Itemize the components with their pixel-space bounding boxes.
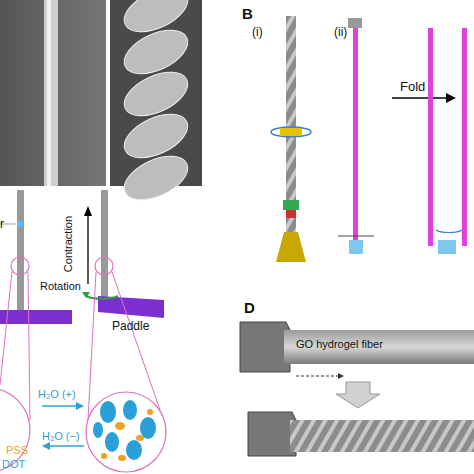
motion-label: Contraction xyxy=(62,216,74,272)
panel-letter: D xyxy=(244,300,255,317)
subpanel-label: (i) xyxy=(252,26,263,39)
go-fiber-illustration xyxy=(240,322,474,456)
folding-setup xyxy=(338,18,467,254)
actuator-setup xyxy=(0,190,166,472)
material-label: DOT xyxy=(2,458,25,470)
step-label: Fold xyxy=(400,80,425,94)
motion-label: Rotation xyxy=(40,280,81,292)
twisting-setup xyxy=(271,16,311,262)
subpanel-label: (ii) xyxy=(334,26,347,39)
sem-image xyxy=(0,0,202,209)
part-label: Paddle xyxy=(112,320,149,333)
condition-label: H₂O (−) xyxy=(42,430,80,442)
fiber-shape: GO hydrogel fiber xyxy=(296,338,436,356)
fiber-label: GO hydrogel fiber xyxy=(296,338,436,350)
condition-label: H₂O (+) xyxy=(38,388,76,400)
cut-label: r xyxy=(0,218,4,231)
material-label: PSS xyxy=(6,444,28,456)
panel-letter: B xyxy=(242,6,253,23)
